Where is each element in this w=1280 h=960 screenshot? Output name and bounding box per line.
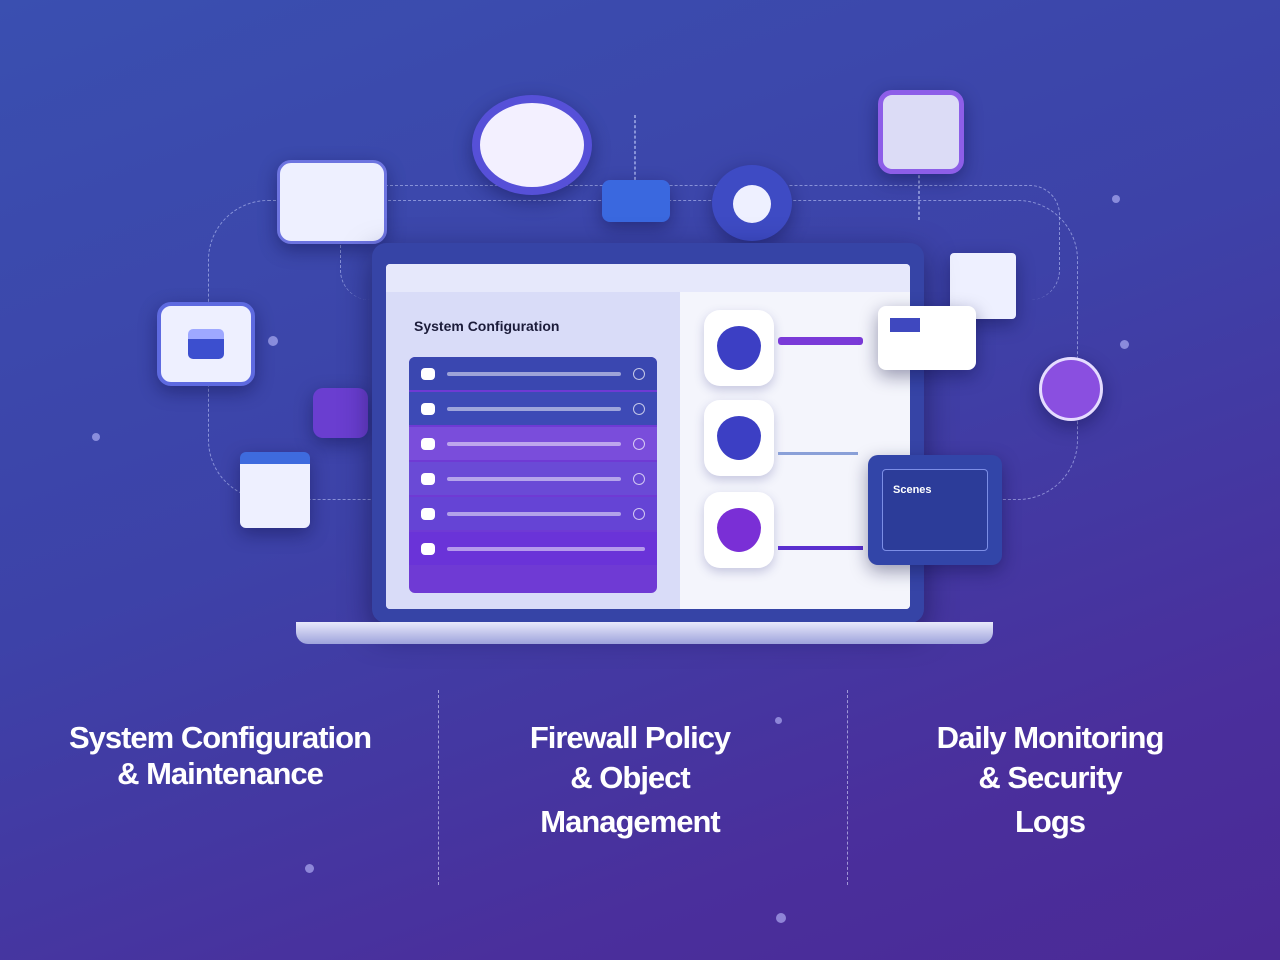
network-badge [602, 180, 670, 222]
cloud-icon [1039, 357, 1103, 421]
policy-shield-icon [704, 310, 774, 386]
decor-dot [1120, 340, 1129, 349]
connector [918, 170, 920, 220]
caption-line: & Object [570, 760, 690, 795]
list-item[interactable] [409, 392, 657, 425]
window-titlebar [386, 264, 910, 292]
caption-line: Daily Monitoring [936, 720, 1165, 755]
connector [634, 115, 636, 185]
list-item[interactable] [409, 462, 657, 495]
config-list [409, 357, 657, 593]
app-window: System Configuration [386, 264, 910, 609]
settings-card [277, 160, 387, 244]
caption-line: Firewall Policy [529, 720, 731, 755]
policy-shield-icon [704, 492, 774, 568]
login-card [240, 452, 310, 528]
decor-dot [305, 864, 314, 873]
list-item[interactable] [409, 497, 657, 530]
divider [847, 690, 848, 885]
caption-line: Logs [1014, 804, 1086, 839]
caption-daily-monitoring: Daily Monitoring & Security Logs [900, 718, 1200, 842]
server-icon [878, 90, 964, 174]
page-title: System Configuration [414, 318, 560, 334]
shield-check-icon [313, 388, 368, 438]
caption-system-config: System Configuration & Maintenance [40, 718, 400, 794]
progress-bar [778, 337, 863, 345]
divider [438, 690, 439, 885]
decor-dot [1112, 195, 1120, 203]
policy-shield-icon [704, 400, 774, 476]
scenes-card: Scenes [868, 455, 1002, 565]
list-item[interactable] [409, 532, 657, 565]
decor-dot [92, 433, 100, 441]
caption-line: & Maintenance [117, 756, 324, 791]
lock-icon [157, 302, 255, 386]
user-shield-icon [712, 165, 792, 241]
caption-firewall-policy: Firewall Policy & Object Management [470, 718, 790, 842]
laptop-base [296, 622, 993, 644]
caption-line: System Configuration [68, 720, 372, 755]
wifi-icon [472, 95, 592, 195]
toggle-card [878, 306, 976, 370]
list-item[interactable] [409, 357, 657, 390]
scenes-label: Scenes [882, 469, 988, 551]
progress-bar [778, 452, 858, 455]
progress-bar [778, 546, 863, 550]
caption-line: & Security [978, 760, 1122, 795]
caption-line: Management [540, 804, 720, 839]
decor-dot [776, 913, 786, 923]
decor-dot [775, 717, 782, 724]
decor-dot [268, 336, 278, 346]
list-item[interactable] [409, 427, 657, 460]
